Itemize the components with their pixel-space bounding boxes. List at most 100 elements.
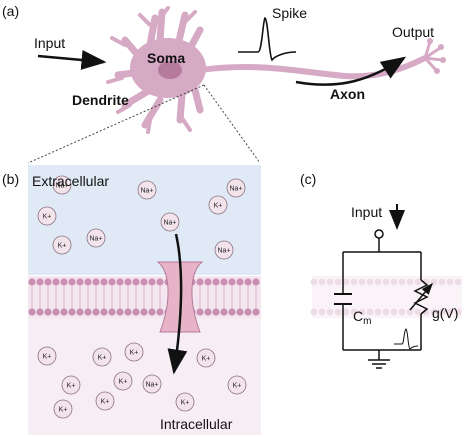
faded-lipid-head bbox=[326, 278, 334, 286]
intracellular-ion-label: K+ bbox=[130, 350, 139, 357]
faded-lipid-head bbox=[358, 278, 366, 286]
faded-lipid-head bbox=[390, 308, 398, 316]
intracellular-ion-label: K+ bbox=[98, 355, 107, 362]
faded-lipid-head bbox=[342, 278, 350, 286]
intracellular-ion bbox=[142, 374, 162, 394]
intracellular-ions: K+K+K+K+K+K+Na+K+K+K+K+ bbox=[37, 342, 247, 419]
lipid-head bbox=[100, 278, 108, 286]
intracellular-ion-label: K+ bbox=[181, 400, 190, 407]
intracellular-ion bbox=[61, 375, 81, 395]
lipid-head bbox=[52, 308, 60, 316]
extracellular-ion bbox=[160, 212, 180, 232]
faded-lipid-head bbox=[350, 308, 358, 316]
lipid-head bbox=[228, 278, 236, 286]
lipid-head bbox=[84, 308, 92, 316]
lipid-head bbox=[68, 308, 76, 316]
panel-b-label: (b) bbox=[2, 171, 19, 187]
input-terminal bbox=[374, 229, 384, 239]
lipid-head bbox=[28, 308, 36, 316]
soma-label: Soma bbox=[147, 50, 185, 66]
lipid-head bbox=[60, 308, 68, 316]
lipid-head bbox=[68, 278, 76, 286]
lipid-head bbox=[44, 278, 52, 286]
lipid-head bbox=[44, 308, 52, 316]
intracellular-ion bbox=[113, 371, 133, 391]
extracellular-ion bbox=[137, 180, 157, 200]
faded-membrane bbox=[310, 276, 462, 318]
lipid-head bbox=[220, 278, 228, 286]
intracellular-ion-label: K+ bbox=[59, 407, 68, 414]
extracellular-ion bbox=[208, 195, 228, 215]
lipid-head bbox=[228, 308, 236, 316]
intracellular-ion-label: K+ bbox=[202, 356, 211, 363]
svg-text:Cm: Cm bbox=[353, 308, 371, 327]
lipid-head bbox=[132, 308, 140, 316]
lipid-head bbox=[204, 308, 212, 316]
faded-lipid-head bbox=[406, 278, 414, 286]
extracellular-ion-label: K+ bbox=[58, 243, 67, 250]
lipid-head bbox=[92, 278, 100, 286]
output-label: Output bbox=[392, 24, 434, 40]
lipid-head bbox=[28, 278, 36, 286]
extracellular-ion bbox=[52, 175, 72, 195]
lipid-head bbox=[76, 308, 84, 316]
faded-lipid-head bbox=[438, 278, 446, 286]
zoom-line-left bbox=[27, 84, 205, 164]
lipid-head bbox=[92, 308, 100, 316]
lipid-head bbox=[108, 278, 116, 286]
intracellular-ion-label: K+ bbox=[119, 379, 128, 386]
intracellular-ion-label: Na+ bbox=[145, 382, 158, 389]
panel-c: (c) Input Cm bbox=[300, 171, 462, 369]
faded-lipid-head bbox=[414, 278, 422, 286]
faded-lipid-head bbox=[446, 308, 454, 316]
dendrite-label: Dendrite bbox=[72, 92, 129, 108]
lipid-head bbox=[76, 278, 84, 286]
faded-lipid-head bbox=[310, 278, 318, 286]
faded-lipid-head bbox=[430, 308, 438, 316]
lipid-head bbox=[132, 278, 140, 286]
lipid-head bbox=[52, 278, 60, 286]
spike-trace bbox=[238, 16, 297, 62]
axon-arrow bbox=[295, 56, 407, 86]
intracellular-ion bbox=[95, 391, 115, 411]
faded-lipid-head bbox=[334, 308, 342, 316]
lipid-head bbox=[252, 308, 260, 316]
intracellular-ion bbox=[124, 342, 144, 362]
capacitance-subscript: m bbox=[363, 316, 371, 327]
faded-lipid-head bbox=[318, 278, 326, 286]
extracellular-ion-label: Na+ bbox=[217, 248, 230, 255]
lipid-head bbox=[244, 278, 252, 286]
faded-lipid-head bbox=[454, 278, 462, 286]
lipid-head bbox=[116, 308, 124, 316]
lipid-head bbox=[60, 278, 68, 286]
input-arrow bbox=[37, 50, 107, 70]
extracellular-ion-label: Na+ bbox=[55, 183, 68, 190]
equivalent-circuit bbox=[334, 238, 433, 369]
lipid-head bbox=[196, 278, 204, 286]
spike-label: Spike bbox=[272, 5, 307, 21]
lipid-head bbox=[244, 308, 252, 316]
faded-lipid-head bbox=[358, 308, 366, 316]
axon-label: Axon bbox=[330, 86, 365, 102]
faded-lipid-head bbox=[334, 278, 342, 286]
faded-lipid-head bbox=[366, 308, 374, 316]
lipid-head bbox=[212, 308, 220, 316]
lipid-head bbox=[116, 278, 124, 286]
membrane-bilayer bbox=[28, 276, 261, 318]
lipid-head bbox=[196, 308, 204, 316]
faded-lipid-head bbox=[342, 308, 350, 316]
lipid-head bbox=[36, 278, 44, 286]
lipid-head bbox=[156, 278, 164, 286]
extracellular-ion-label: Na+ bbox=[89, 236, 102, 243]
intracellular-ion bbox=[196, 348, 216, 368]
extracellular-ion bbox=[37, 206, 57, 226]
lipid-head bbox=[84, 278, 92, 286]
circuit-input-label: Input bbox=[351, 204, 382, 220]
intracellular-ion-label: K+ bbox=[101, 399, 110, 406]
intracellular-ion-label: K+ bbox=[43, 354, 52, 361]
extracellular-ion-label: Na+ bbox=[140, 188, 153, 195]
lipid-head bbox=[124, 308, 132, 316]
faded-lipid-head bbox=[374, 308, 382, 316]
lipid-head bbox=[156, 308, 164, 316]
nucleus bbox=[158, 61, 182, 79]
